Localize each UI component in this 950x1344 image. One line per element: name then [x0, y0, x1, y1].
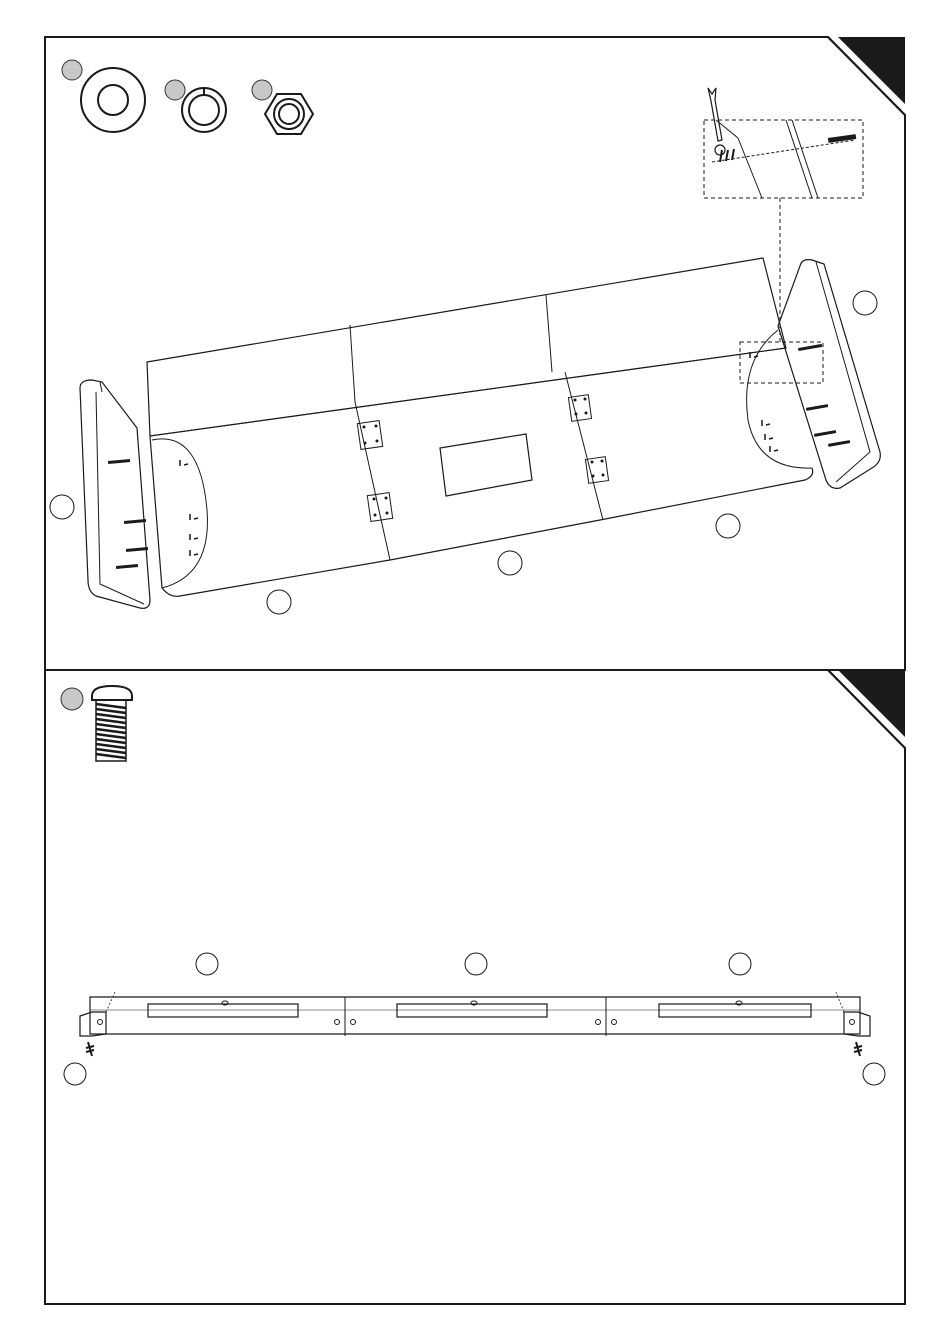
- bolt-hole-marks: [180, 352, 778, 556]
- step-1-frame: [45, 37, 905, 670]
- bolt-icon: [61, 686, 132, 761]
- part-callout-middle-seat: [498, 551, 522, 575]
- part-callout-left-seat: [267, 590, 291, 614]
- step-1-corner-tab: [838, 37, 905, 104]
- step-2-frame: [45, 670, 905, 1304]
- part-callout-left-bracket: [64, 1063, 86, 1085]
- part-callout-right-base: [729, 953, 751, 975]
- right-arm: [778, 260, 880, 489]
- left-arm: [80, 380, 150, 608]
- right-bracket: [836, 992, 870, 1056]
- step-2-corner-tab: [838, 670, 905, 737]
- base-slot: [659, 1004, 811, 1017]
- base-slot: [397, 1004, 547, 1017]
- sofa-seat-assembly: [147, 258, 823, 596]
- hinge-plate: [357, 421, 382, 450]
- washer-icon: [62, 60, 145, 132]
- lock-washer-icon: [165, 80, 226, 132]
- zoom-detail-box: [704, 88, 863, 198]
- hex-nut-icon: [252, 80, 313, 134]
- part-callout-left-arm: [50, 495, 74, 519]
- part-callout-left-base: [196, 953, 218, 975]
- step-1-panel: [45, 37, 905, 670]
- base-frame-assembly: [80, 992, 870, 1056]
- base-slot: [148, 1004, 298, 1017]
- part-callout-right-seat: [716, 514, 740, 538]
- part-callout-right-bracket: [863, 1063, 885, 1085]
- part-callout-middle-base: [465, 953, 487, 975]
- left-bracket: [80, 992, 115, 1056]
- step-2-panel: [45, 670, 905, 1304]
- part-callout-right-arm: [853, 291, 877, 315]
- hinge-plate: [585, 457, 608, 484]
